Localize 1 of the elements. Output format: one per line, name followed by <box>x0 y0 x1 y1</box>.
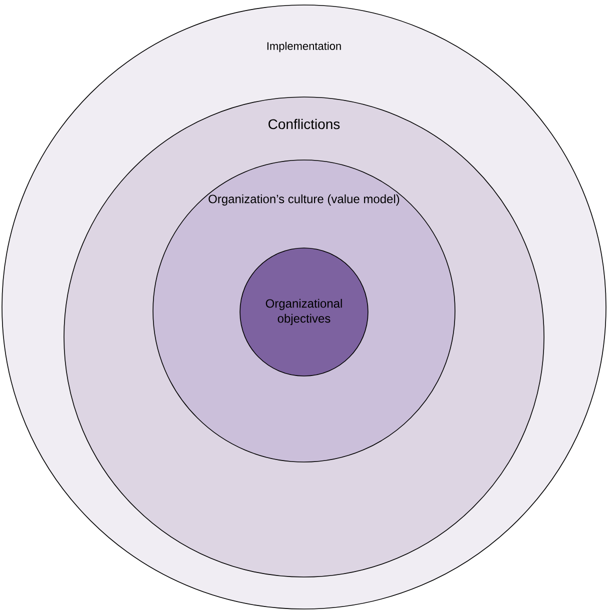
circle-region: Organizational objectives <box>240 248 368 376</box>
